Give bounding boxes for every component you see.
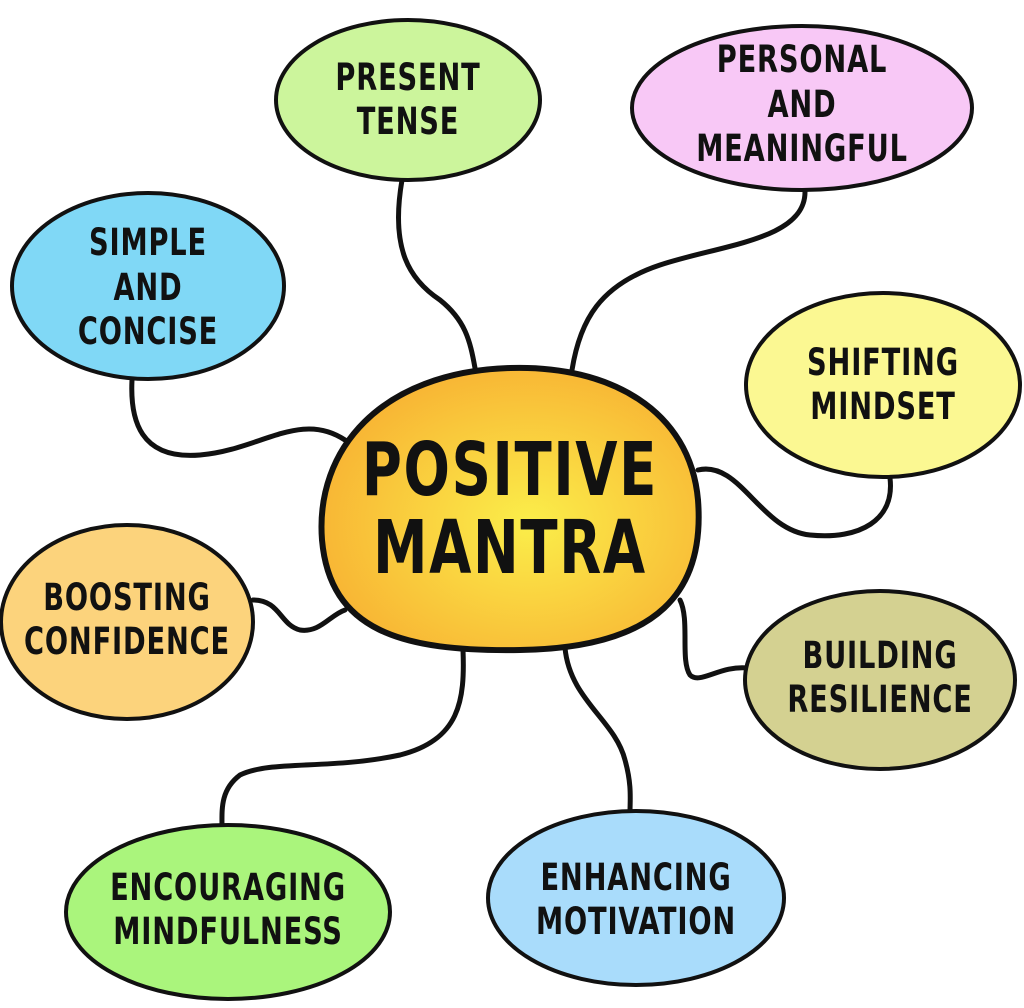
node-shape-encouraging-mindfulness [64, 823, 392, 1001]
center-label: POSITIVE MANTRA [361, 427, 659, 591]
connectors [129, 177, 893, 831]
connector-boosting-confidence [250, 597, 348, 633]
node-label-enhancing-motivation: ENHANCING MOTIVATION [536, 855, 737, 943]
node-label-simple-and-concise: SIMPLE AND CONCISE [77, 221, 219, 354]
node-label-personal-and-meaningful: PERSONAL AND MEANINGFUL [696, 38, 908, 171]
connector-shifting-mindset [695, 466, 893, 539]
node-shape-boosting-confidence [0, 523, 255, 721]
node-shape-present-tense [274, 18, 542, 182]
node-shape-simple-and-concise [10, 191, 286, 381]
connector-present-tense [396, 177, 478, 371]
node-shape-shifting-mindset [744, 291, 1022, 479]
node-label-encouraging-mindfulness: ENCOURAGING MINDFULNESS [110, 865, 346, 953]
connector-encouraging-mindfulness [219, 647, 466, 831]
node-shape-personal-and-meaningful [630, 24, 974, 192]
connector-building-resilience [677, 597, 751, 681]
node-label-building-resilience: BUILDING RESILIENCE [787, 633, 973, 721]
node-label-shifting-mindset: SHIFTING MINDSET [807, 340, 959, 428]
center-shape [318, 364, 702, 654]
node-shape-building-resilience [743, 589, 1017, 771]
node-label-present-tense: PRESENT TENSE [335, 55, 481, 143]
connector-enhancing-motivation [562, 645, 633, 815]
node-shape-enhancing-motivation [486, 809, 786, 987]
connector-simple-and-concise [129, 377, 348, 458]
node-shapes [0, 18, 1022, 1001]
connector-personal-and-meaningful [569, 189, 808, 373]
node-label-boosting-confidence: BOOSTING CONFIDENCE [24, 575, 230, 663]
